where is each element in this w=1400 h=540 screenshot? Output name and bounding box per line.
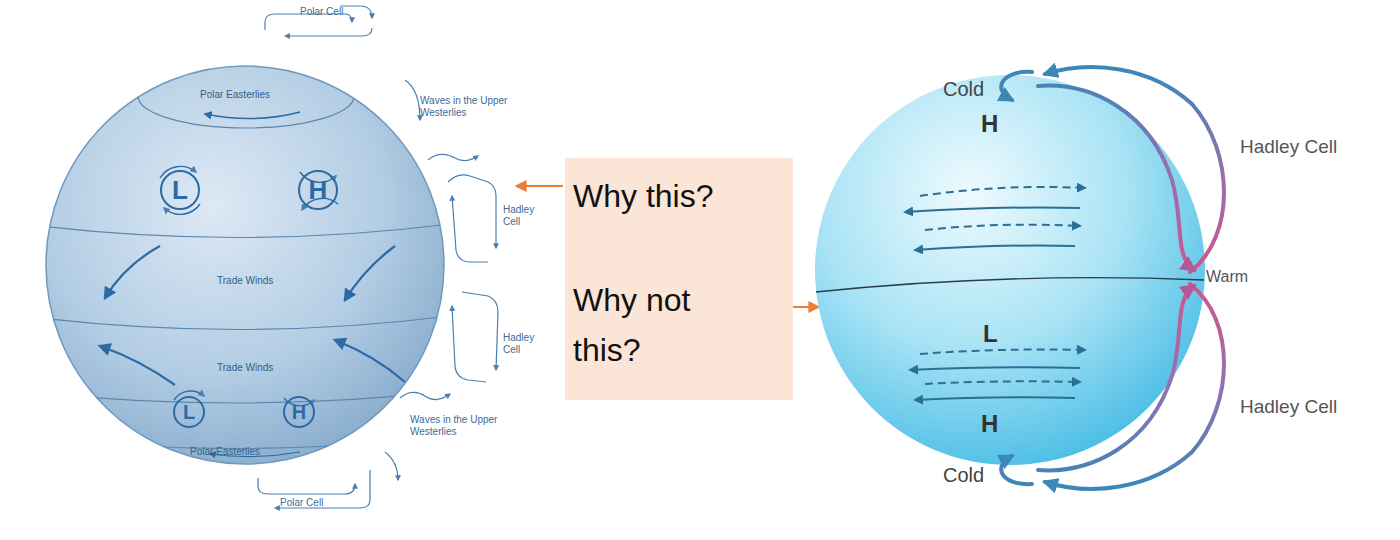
wave-label: Waves in the Upper Westerlies bbox=[420, 95, 520, 118]
wind-label: Polar Easterlies bbox=[190, 446, 260, 458]
pressure-circle: H bbox=[298, 170, 338, 210]
pressure-circle: L bbox=[160, 170, 200, 210]
cell-label: Hadley Cell bbox=[503, 204, 545, 227]
temperature-label: Cold bbox=[943, 464, 984, 487]
wave-label: Waves in the Upper Westerlies bbox=[410, 414, 510, 437]
pressure-circle: H bbox=[283, 396, 315, 428]
cell-label: Polar Cell bbox=[280, 497, 323, 509]
wind-label: Trade Winds bbox=[217, 362, 273, 374]
pressure-letter: L bbox=[172, 177, 188, 203]
pressure-letter: L bbox=[183, 402, 195, 422]
pressure-label: L bbox=[983, 320, 998, 348]
pressure-circle: L bbox=[173, 396, 205, 428]
pressure-letter: H bbox=[292, 402, 306, 422]
question-text: Why not this? bbox=[573, 276, 733, 375]
pressure-label: H bbox=[981, 110, 998, 138]
question-text: Why this? bbox=[573, 172, 783, 222]
pressure-letter: H bbox=[309, 177, 328, 203]
cell-label: Hadley Cell bbox=[503, 332, 545, 355]
wind-label: Polar Easterlies bbox=[200, 89, 270, 101]
question-box: Why this? Why not this? bbox=[565, 158, 793, 400]
wind-label: Trade Winds bbox=[217, 275, 273, 287]
pressure-label: H bbox=[981, 410, 998, 438]
cell-label: Polar Cell bbox=[300, 6, 343, 18]
cell-label: Hadley Cell bbox=[1240, 136, 1337, 158]
temperature-label: Cold bbox=[943, 78, 984, 101]
cell-label: Hadley Cell bbox=[1240, 396, 1337, 418]
temperature-label: Warm bbox=[1206, 268, 1248, 286]
